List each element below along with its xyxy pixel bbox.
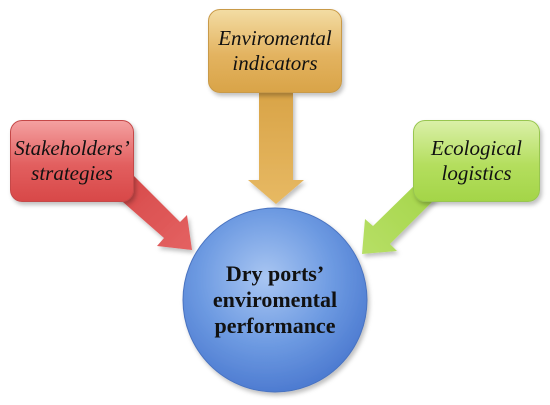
center-circle xyxy=(182,207,368,393)
stakeholders-strategies-line1: Stakeholders’ xyxy=(14,136,130,160)
ecological-logistics-line1: Ecological xyxy=(431,136,522,160)
stakeholders-strategies-box: Stakeholders’ strategies xyxy=(10,120,134,202)
environmental-indicators-box: Enviromental indicators xyxy=(208,9,342,93)
left-arrow xyxy=(115,176,192,250)
ecological-logistics-line2: logistics xyxy=(441,161,512,185)
dry-ports-performance-line2: enviromental xyxy=(212,287,338,312)
dry-ports-performance-line1: Dry ports’ xyxy=(225,261,325,286)
environmental-indicators-line1: Enviromental xyxy=(218,26,332,50)
environmental-indicators-line2: indicators xyxy=(232,51,318,75)
dry-ports-performance-line3: performance xyxy=(214,313,336,338)
top-arrow xyxy=(248,93,304,204)
ecological-logistics-box: Ecological logistics xyxy=(413,120,540,202)
dry-ports-performance-label: Dry ports’ enviromental performance xyxy=(188,248,362,352)
stakeholders-strategies-line2: strategies xyxy=(31,161,113,185)
